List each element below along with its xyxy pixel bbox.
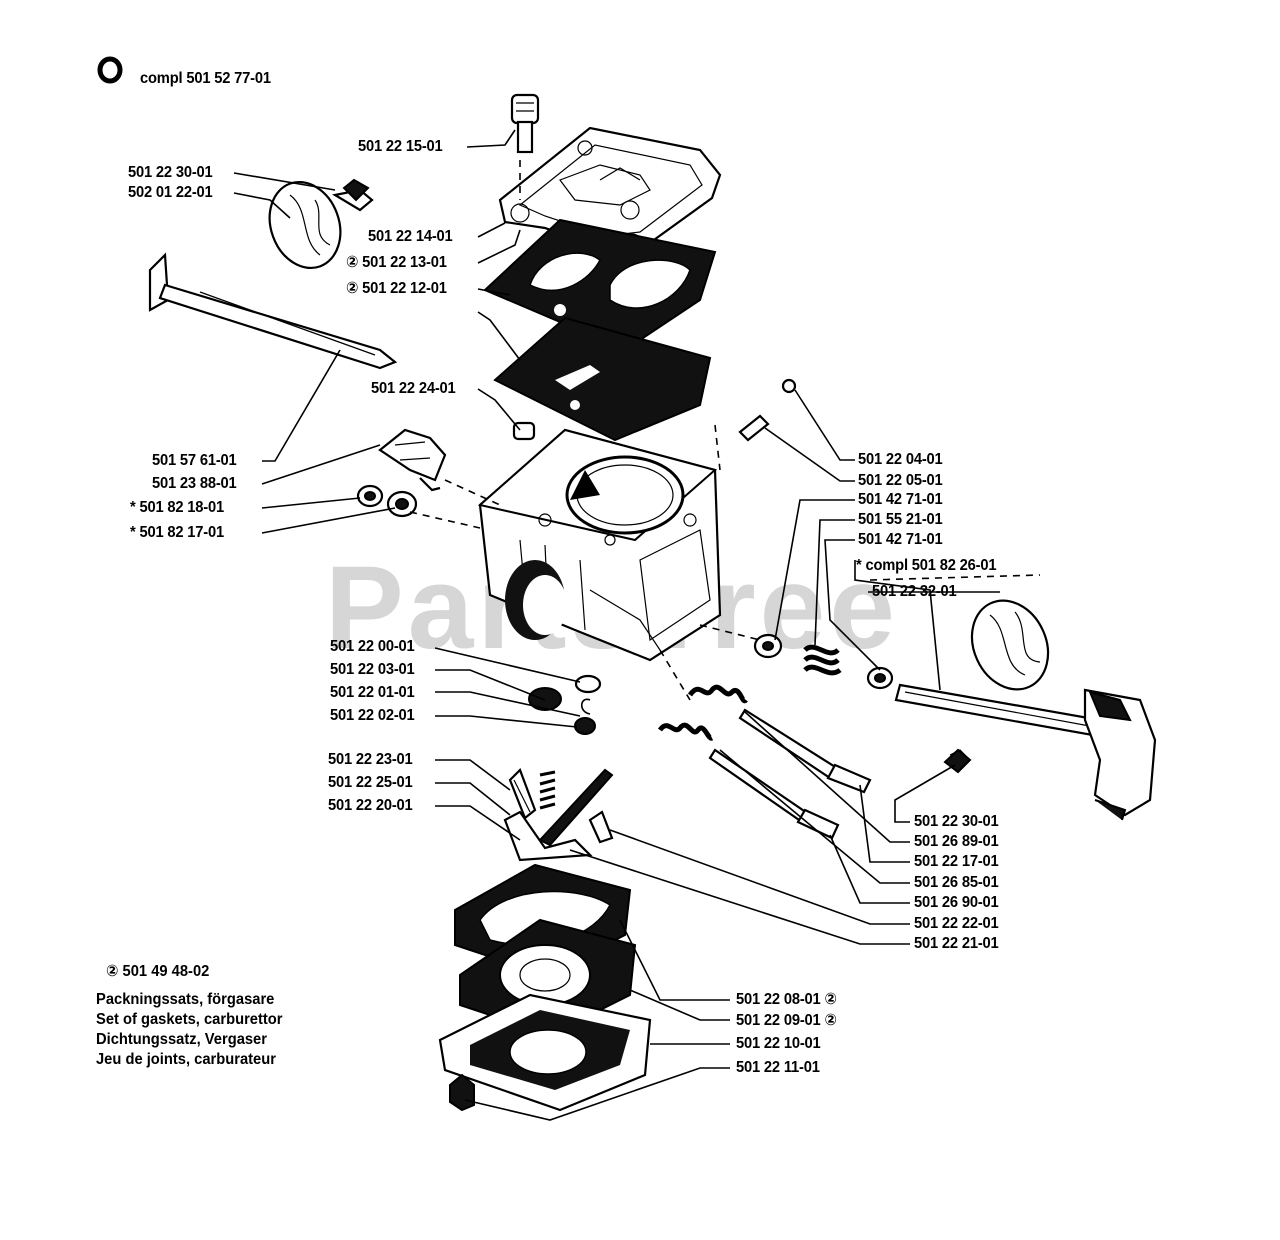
screen-part	[574, 717, 596, 735]
part-label: 501 57 61-01	[152, 452, 237, 469]
part-label: 501 22 22-01	[914, 915, 999, 932]
metering-diaphragm-part	[459, 918, 637, 1037]
part-label: 501 26 90-01	[914, 894, 999, 911]
part-label: ② 501 22 12-01	[346, 280, 447, 297]
part-label: * 501 82 17-01	[130, 524, 225, 541]
assembly-title: compl 501 52 77-01	[140, 70, 271, 87]
part-label: 501 42 71-01	[858, 491, 943, 508]
gasket-kit-line: Set of gaskets, carburettor	[96, 1011, 283, 1028]
part-label: 501 55 21-01	[858, 511, 943, 528]
inlet-needle-part	[508, 768, 537, 820]
part-label: 501 22 08-01 ②	[736, 991, 837, 1008]
part-label: 501 26 85-01	[914, 874, 999, 891]
part-label: 501 22 30-01	[914, 813, 999, 830]
pump-gasket-part	[483, 218, 717, 352]
part-label: 501 22 24-01	[371, 380, 456, 397]
leader-lines	[233, 129, 1000, 1121]
gasket-kit-line: Jeu de joints, carburateur	[96, 1051, 276, 1068]
carburetor-body-part	[477, 428, 722, 662]
washer-part	[753, 633, 783, 659]
pump-cover-part	[498, 126, 722, 255]
part-label: 501 22 03-01	[330, 661, 415, 678]
part-label: 501 22 11-01	[736, 1059, 820, 1076]
spring-part	[687, 684, 748, 704]
part-label: 501 22 05-01	[858, 472, 943, 489]
pump-diaphragm-part	[493, 316, 712, 442]
part-label: 501 22 30-01	[128, 164, 213, 181]
spring-part	[803, 644, 842, 676]
part-label: * compl 501 82 26-01	[856, 557, 997, 574]
part-label: 501 22 09-01 ②	[736, 1012, 837, 1029]
part-label: 501 22 01-01	[330, 684, 415, 701]
part-label: 501 22 23-01	[328, 751, 413, 768]
screw-part	[510, 93, 540, 154]
washer-part	[386, 490, 418, 518]
part-label: 501 22 20-01	[328, 797, 413, 814]
part-label: ② 501 22 13-01	[346, 254, 447, 271]
needle-part	[512, 421, 536, 441]
spring-part	[539, 770, 556, 810]
metering-cover-part	[438, 993, 652, 1112]
ball-part	[781, 378, 797, 394]
washer-part	[356, 484, 384, 508]
assembly-axes	[409, 160, 1041, 701]
part-label: 501 22 17-01	[914, 853, 999, 870]
part-label: 501 22 25-01	[328, 774, 413, 791]
part-label: 501 22 21-01	[914, 935, 999, 952]
clip-part	[580, 698, 591, 715]
throttle-shaft-part	[894, 683, 1157, 821]
part-label: 501 22 32-01	[872, 583, 957, 600]
screw-part	[449, 1073, 475, 1112]
choke-shaft-part	[148, 252, 398, 370]
gasket-kit-code: ② 501 49 48-02	[106, 963, 210, 980]
throttle-valve-part	[970, 599, 1050, 691]
pin-part	[588, 810, 614, 844]
part-label: 501 22 10-01	[736, 1035, 821, 1052]
assembly-symbol-icon	[97, 56, 123, 84]
part-label: 502 01 22-01	[128, 184, 213, 201]
lever-part	[378, 428, 447, 492]
part-label: 501 26 89-01	[914, 833, 999, 850]
part-label: 501 22 04-01	[858, 451, 943, 468]
gasket-kit-line: Dichtungssatz, Vergaser	[96, 1031, 267, 1048]
gasket-kit-line: Packningssats, förgasare	[96, 991, 275, 1008]
spring-part	[657, 722, 714, 741]
choke-valve-part	[268, 178, 374, 270]
oring-part	[574, 674, 602, 694]
part-label: 501 22 00-01	[330, 638, 415, 655]
part-label: 501 23 88-01	[152, 475, 237, 492]
part-label: 501 22 15-01	[358, 138, 443, 155]
plug-part	[528, 687, 562, 711]
screw-part	[738, 414, 770, 442]
part-label: 501 22 14-01	[368, 228, 453, 245]
washer-part	[866, 666, 894, 690]
part-label: 501 22 02-01	[330, 707, 415, 724]
part-label: * 501 82 18-01	[130, 499, 225, 516]
inlet-lever-part	[503, 768, 614, 862]
part-label: 501 42 71-01	[858, 531, 943, 548]
